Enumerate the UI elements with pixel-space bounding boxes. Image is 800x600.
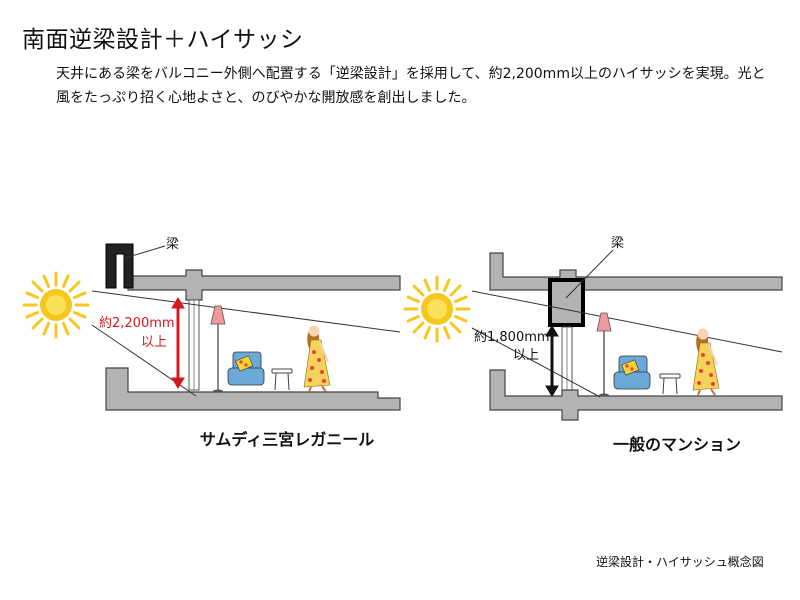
left-sun-icon [22, 271, 90, 339]
right-diagram: 梁 約1,800mm 以上 [403, 236, 783, 454]
description-line-2: 風をたっぷり招く心地よさと、のびやかな開放感を創出しました。 [56, 90, 476, 106]
right-ceiling-slab [489, 252, 783, 291]
left-floor-slab [105, 367, 401, 411]
right-lamp-icon [596, 312, 612, 397]
left-beam [105, 243, 134, 289]
left-beam-label: 梁 [166, 237, 179, 252]
right-armchair-icon [613, 355, 651, 390]
right-beam-label: 梁 [611, 236, 624, 251]
right-floor-slab [489, 369, 783, 421]
left-window-sash [188, 299, 200, 391]
page-title: 南面逆梁設計＋ハイサッシ [22, 27, 304, 53]
left-height-value: 約2,200mm [99, 316, 175, 331]
figure-caption: 逆梁設計・ハイサッシュ概念図 [596, 555, 764, 569]
description: 天井にある梁をバルコニー外側へ配置する「逆梁設計」を採用して、約2,200mm以… [56, 62, 776, 110]
right-beam [548, 278, 585, 327]
right-window-sash [561, 326, 573, 394]
left-diagram: 梁 約2,200mm 以上 [22, 237, 401, 449]
description-line-1: 天井にある梁をバルコニー外側へ配置する「逆梁設計」を採用して、約2,200mm以… [56, 66, 766, 82]
left-building-name: サムディ三宮レガニール [200, 430, 375, 449]
right-sun-icon [403, 275, 471, 343]
right-height-arrow [545, 325, 559, 397]
left-woman-icon [303, 325, 331, 393]
left-lamp-icon [210, 305, 226, 393]
right-side-table-icon [659, 373, 681, 395]
right-height-value: 約1,800mm [474, 330, 550, 345]
right-building-name: 一般のマンション [613, 435, 741, 454]
right-height-suffix: 以上 [513, 348, 539, 363]
left-height-suffix: 以上 [141, 335, 167, 350]
left-armchair-icon [227, 351, 265, 386]
right-woman-icon [692, 328, 720, 396]
left-ceiling-slab [127, 269, 401, 301]
left-height-arrow [171, 297, 185, 389]
left-side-table-icon [271, 368, 293, 391]
